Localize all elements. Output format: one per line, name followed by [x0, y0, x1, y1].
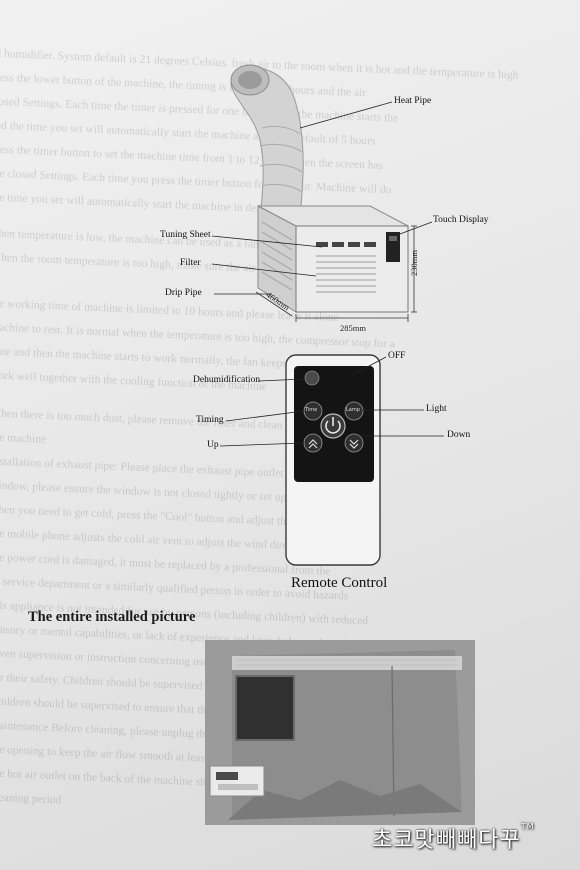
- leader-lines: [211, 101, 433, 295]
- installed-picture-title: The entire installed picture: [28, 609, 196, 625]
- dimension-lines: [255, 225, 417, 322]
- watermark-tm: TM: [520, 822, 535, 831]
- watermark-text: 초코맛빼빼다꾸: [372, 828, 521, 853]
- remote-leader-lines: [219, 356, 444, 447]
- drip-pipe-label: Drip Pipe: [165, 288, 202, 298]
- remote-control-caption: Remote Control: [291, 575, 388, 591]
- remote-control: [285, 354, 381, 566]
- ac-unit-body: [257, 205, 409, 313]
- height-dimension: 230mm: [408, 250, 419, 276]
- filter-label: Filter: [180, 258, 201, 268]
- off-label: OFF: [388, 351, 406, 361]
- touch-display-label: Touch Display: [433, 215, 489, 225]
- watermark-signature: 초코맛빼빼다꾸TM: [372, 822, 534, 854]
- light-label: Light: [426, 404, 447, 414]
- lamp-key-label: Lamp: [346, 407, 360, 413]
- heat-pipe-label: Heat Pipe: [394, 96, 432, 106]
- width-dimension: 285mm: [340, 323, 366, 333]
- timing-label: Timing: [196, 415, 224, 425]
- installed-photo: [205, 640, 475, 825]
- up-label: Up: [207, 440, 219, 450]
- down-label: Down: [447, 430, 471, 440]
- heat-pipe-duct: [230, 64, 304, 223]
- time-key-label: Time: [305, 407, 318, 413]
- tuning-sheet-label: Tuning Sheet: [160, 230, 211, 240]
- dehumidification-label: Dehumidification: [193, 375, 261, 385]
